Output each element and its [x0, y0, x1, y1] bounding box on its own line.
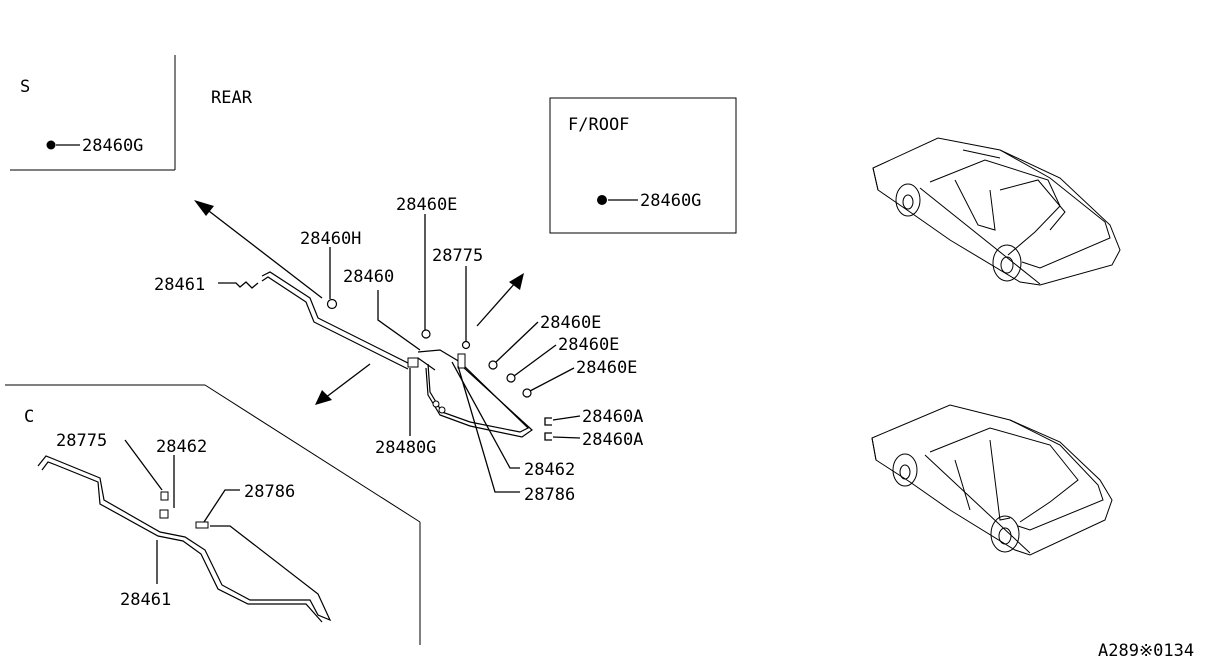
diagram-code: A289※0134: [1098, 641, 1194, 661]
label-c-28461: 28461: [120, 590, 171, 610]
clip-icon: [461, 340, 471, 350]
label-28462: 28462: [524, 460, 575, 480]
arrow-icon: [476, 273, 524, 327]
grommet-icon: [597, 195, 607, 205]
car-sedan-illustration: [872, 137, 1121, 286]
clip-icon: [421, 329, 431, 339]
clip-icon: [522, 388, 532, 398]
label-s-28460g: 28460G: [82, 136, 143, 156]
clip-icon: [544, 417, 552, 426]
arrow-icon: [315, 363, 371, 405]
arrow-icon: [194, 200, 323, 299]
label-28460e-3: 28460E: [576, 358, 637, 378]
label-c-28786: 28786: [244, 482, 295, 502]
label-28460a-1: 28460A: [582, 407, 643, 427]
label-28775: 28775: [432, 246, 483, 266]
label-28460e-1: 28460E: [540, 313, 601, 333]
label-28460h: 28460H: [300, 229, 361, 249]
section-c-title: C: [24, 407, 34, 427]
rear-washer-assembly: 28460E 28460H 28775 28460 28461 28460E 2…: [154, 195, 643, 505]
clip-icon: [506, 373, 516, 383]
label-28460a-2: 28460A: [582, 430, 643, 450]
label-froof-28460g: 28460G: [640, 191, 701, 211]
label-28460e-2: 28460E: [558, 335, 619, 355]
label-c-28775: 28775: [56, 431, 107, 451]
clip-icon: [488, 360, 498, 370]
label-28480g: 28480G: [375, 438, 436, 458]
section-c: C 28775 28462 28786 28461: [5, 384, 421, 645]
section-s: S 28460G: [10, 55, 176, 171]
label-28460e-top: 28460E: [396, 195, 457, 215]
label-c-28462: 28462: [156, 437, 207, 457]
clip-icon: [544, 432, 552, 441]
section-rear-title: REAR: [211, 88, 253, 108]
clip-icon: [326, 298, 338, 310]
label-28460: 28460: [343, 267, 394, 287]
label-28786: 28786: [524, 485, 575, 505]
car-wagon-illustration: [871, 404, 1113, 556]
label-28461: 28461: [154, 275, 205, 295]
grommet-icon: [46, 140, 56, 150]
section-s-title: S: [20, 77, 30, 97]
section-froof-title: F/ROOF: [568, 115, 629, 135]
section-froof: F/ROOF 28460G: [549, 97, 737, 234]
